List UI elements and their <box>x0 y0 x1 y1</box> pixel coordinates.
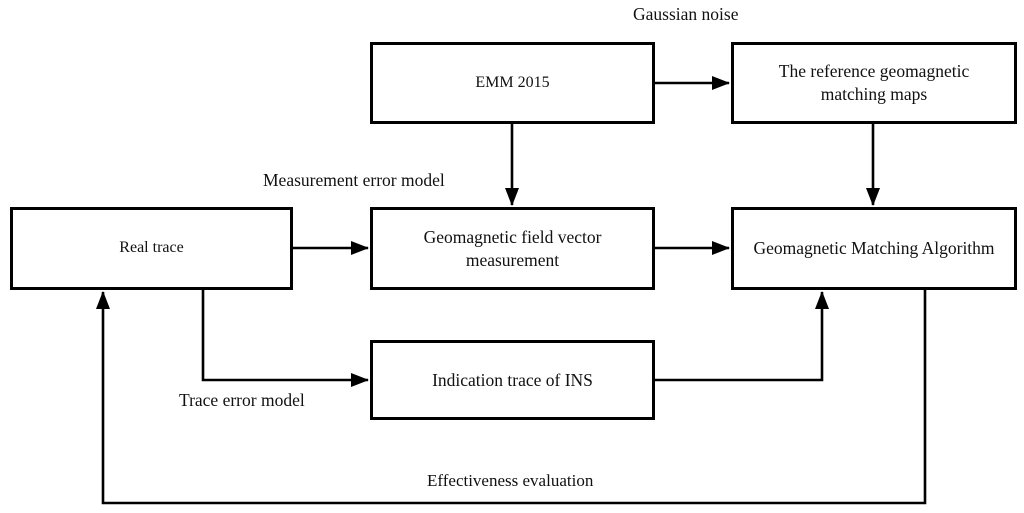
node-real-trace: Real trace <box>10 207 293 290</box>
node-indication-trace-of-ins: Indication trace of INS <box>370 340 655 420</box>
node-emm-2015: EMM 2015 <box>370 42 655 124</box>
node-reference-geomagnetic-maps: The reference geomagnetic matching maps <box>731 42 1017 124</box>
label-effectiveness-evaluation: Effectiveness evaluation <box>427 471 594 490</box>
node-geomagnetic-field-vector-measurement: Geomagnetic field vector measurement <box>370 207 655 290</box>
label-gaussian-noise: Gaussian noise <box>633 4 739 24</box>
node-geomagnetic-matching-algorithm: Geomagnetic Matching Algorithm <box>731 207 1017 290</box>
node-emm-2015-label: EMM 2015 <box>475 73 550 91</box>
node-reference-geomagnetic-maps-label: The reference geomagnetic matching maps <box>778 61 970 104</box>
arrow-ins-to-algorithm <box>655 291 829 382</box>
label-trace-error-model: Trace error model <box>179 390 305 410</box>
label-measurement-error-model: Measurement error model <box>263 170 445 190</box>
node-indication-trace-of-ins-label: Indication trace of INS <box>432 369 593 390</box>
node-geomagnetic-matching-algorithm-label: Geomagnetic Matching Algorithm <box>753 238 995 259</box>
node-geomagnetic-field-vector-measurement-label: Geomagnetic field vector measurement <box>423 226 602 270</box>
node-real-trace-label: Real trace <box>119 239 184 257</box>
arrow-realtrace-to-ins <box>201 289 369 387</box>
